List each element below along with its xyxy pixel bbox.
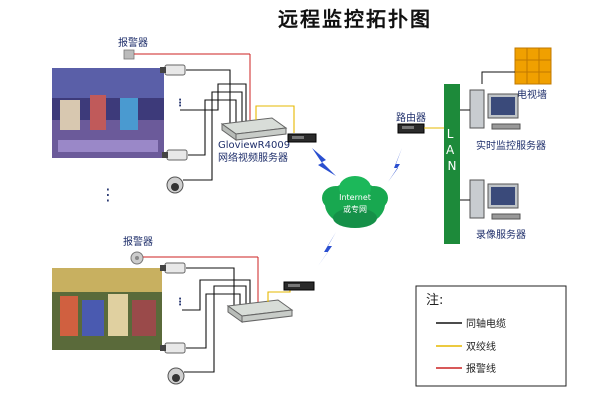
dome-camera-icon xyxy=(167,367,185,385)
record-server-icon xyxy=(469,179,521,220)
alarm-device-bottom xyxy=(130,251,144,265)
store-photo-bottom xyxy=(52,268,162,350)
store-photo-top xyxy=(52,68,164,158)
camera-icon xyxy=(160,64,186,76)
coax-lines-top xyxy=(180,69,247,181)
alarm-device-top xyxy=(123,49,135,60)
svg-text:⋮: ⋮ xyxy=(100,185,116,204)
legend-item-coax: 同轴电缆 xyxy=(466,317,506,330)
tv-wall-icon xyxy=(514,47,552,85)
svg-text:⋮: ⋮ xyxy=(175,297,185,308)
twisted-line-top xyxy=(255,105,295,133)
lan-bar xyxy=(444,84,460,244)
server-name-label: 网络视频服务器 xyxy=(218,151,288,164)
internet-cloud-icon xyxy=(322,176,388,228)
legend-title: 注: xyxy=(426,293,443,308)
tv-wall-label: 电视墙 xyxy=(517,88,547,101)
svg-text:⋮: ⋮ xyxy=(175,98,185,109)
alarm-label-top: 报警器 xyxy=(118,36,148,49)
camera-icon xyxy=(162,149,188,161)
page-title: 远程监控拓扑图 xyxy=(278,7,432,31)
router-label: 路由器 xyxy=(396,111,426,124)
record-server-label: 录像服务器 xyxy=(476,228,526,241)
video-server-top xyxy=(220,117,288,141)
switch-top xyxy=(287,133,317,143)
dome-camera-icon xyxy=(166,176,184,194)
lan-label: L A N xyxy=(446,127,458,173)
lightning-icon xyxy=(312,148,402,266)
server-model-label: GloviewR4009 xyxy=(218,140,290,151)
camera-icon xyxy=(160,342,186,354)
legend: 注: 同轴电缆 双绞线 报警线 xyxy=(415,285,567,387)
camera-icon xyxy=(160,262,186,274)
monitor-server-label: 实时监控服务器 xyxy=(476,139,546,152)
legend-item-alarm: 报警线 xyxy=(466,362,496,375)
legend-item-twisted: 双绞线 xyxy=(466,340,496,353)
video-server-bottom xyxy=(226,299,294,323)
coax-lines-bottom xyxy=(182,267,251,373)
switch-bottom xyxy=(283,281,315,291)
cloud-label-line1: Internet xyxy=(339,193,371,202)
alarm-label-bottom: 报警器 xyxy=(123,235,153,248)
cloud-label-line2: 或专网 xyxy=(343,204,367,214)
monitor-server-icon xyxy=(469,89,521,130)
router xyxy=(397,123,425,134)
